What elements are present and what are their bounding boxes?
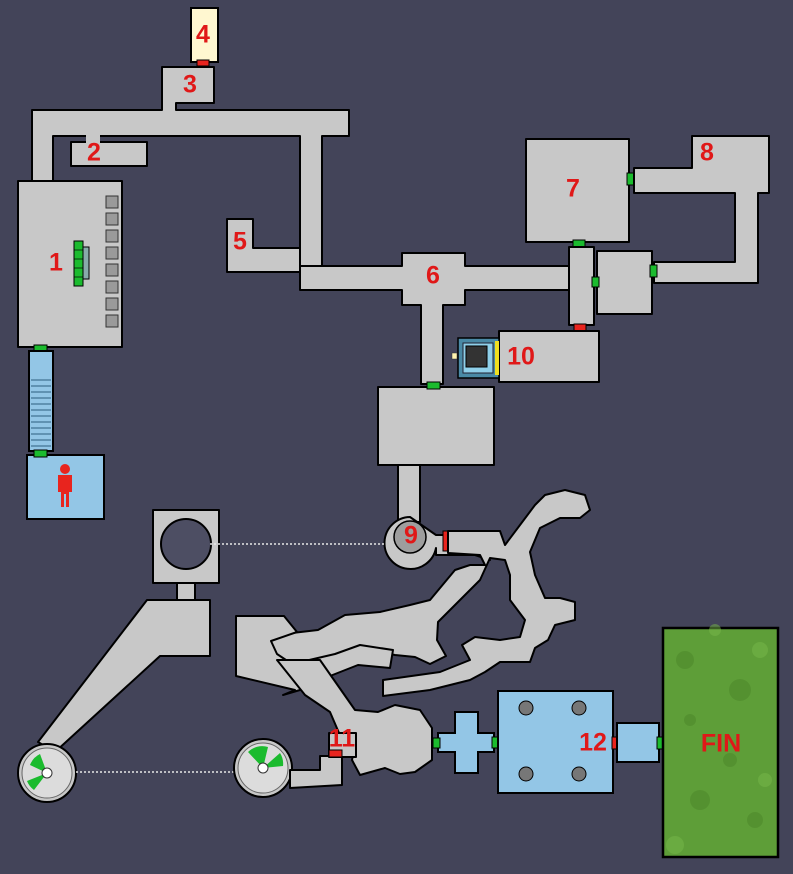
- room-9-label: 9: [404, 522, 418, 550]
- vent-room: [37, 509, 386, 753]
- room-8-label: 8: [700, 139, 714, 167]
- computer-terminal-icon: [451, 337, 500, 379]
- central-chamber: [377, 381, 495, 523]
- room-12-label: 12: [579, 729, 607, 757]
- room-9: 9: [383, 516, 491, 570]
- room-10-label: 10: [507, 343, 535, 371]
- cross-room: [432, 711, 500, 774]
- column-icon: [518, 700, 587, 782]
- room-7: 7: [525, 138, 635, 248]
- finish-label: FIN: [701, 730, 741, 758]
- room-6-label: 6: [426, 262, 440, 290]
- vent-fan-icon: [233, 738, 293, 798]
- room-6: 6: [299, 252, 570, 385]
- vent-fan-icon: [17, 743, 77, 803]
- room-2-label: 2: [87, 139, 101, 167]
- corridor-top: [31, 66, 350, 267]
- room-10: 10: [451, 330, 600, 383]
- room-7-label: 7: [566, 175, 580, 203]
- side-rooms: [568, 246, 658, 332]
- player-start-icon: [58, 464, 72, 507]
- room-4-area: 4: [190, 7, 219, 67]
- room-4-label: 4: [196, 21, 210, 49]
- room-1-label: 1: [49, 249, 63, 277]
- cave-system: [235, 489, 591, 776]
- room-1: 1: [17, 180, 123, 353]
- room-11: 11: [289, 725, 357, 789]
- locker-icon: [105, 195, 119, 328]
- room-11-label: 11: [329, 725, 356, 753]
- finish-area: FIN: [661, 624, 780, 859]
- room-5: 5: [226, 218, 301, 273]
- room-5-label: 5: [233, 228, 247, 256]
- antechamber: [616, 722, 665, 763]
- start-room: [26, 449, 105, 520]
- room-8: 8: [633, 135, 770, 284]
- elevator-stairs-icon: [28, 350, 54, 452]
- room-3-label: 3: [183, 71, 197, 99]
- console-icon: [73, 240, 90, 287]
- room-12: 12: [497, 690, 620, 794]
